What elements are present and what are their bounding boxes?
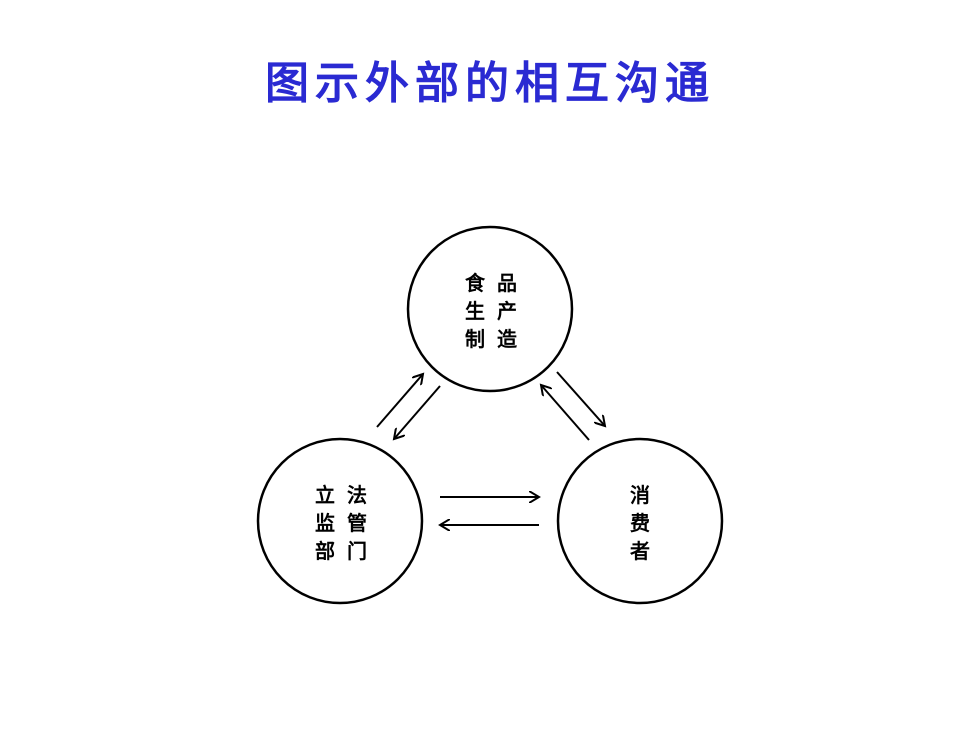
regulator-char: 管 — [347, 511, 367, 535]
consumer-label: 消 费 者 — [629, 485, 651, 563]
producer-char: 产 — [497, 299, 517, 323]
producer-char: 食 — [465, 271, 485, 295]
arrow-regulator-to-producer — [376, 374, 423, 428]
producer-label: 食 品 生 产 制 造 — [464, 273, 518, 351]
consumer-node — [556, 437, 724, 605]
regulator-char: 部 — [315, 539, 335, 563]
consumer-char: 者 — [630, 539, 650, 563]
producer-node — [406, 225, 574, 393]
regulator-label: 立 法 监 管 部 门 — [314, 485, 368, 563]
arrow-consumer-to-producer — [541, 385, 590, 441]
producer-char: 品 — [497, 271, 517, 295]
producer-char: 造 — [497, 327, 517, 351]
regulator-char: 立 — [315, 483, 335, 507]
arrow-producer-to-consumer — [556, 371, 605, 426]
regulator-char: 门 — [347, 539, 367, 563]
producer-char: 制 — [465, 327, 485, 351]
page-title: 图示外部的相互沟通 — [265, 58, 715, 109]
regulator-node — [256, 437, 424, 605]
arrow-producer-to-regulator — [394, 385, 441, 439]
producer-char: 生 — [465, 299, 485, 323]
regulator-char: 监 — [315, 511, 335, 535]
consumer-char: 消 — [630, 483, 650, 507]
regulator-char: 法 — [347, 483, 367, 507]
consumer-char: 费 — [630, 511, 650, 535]
